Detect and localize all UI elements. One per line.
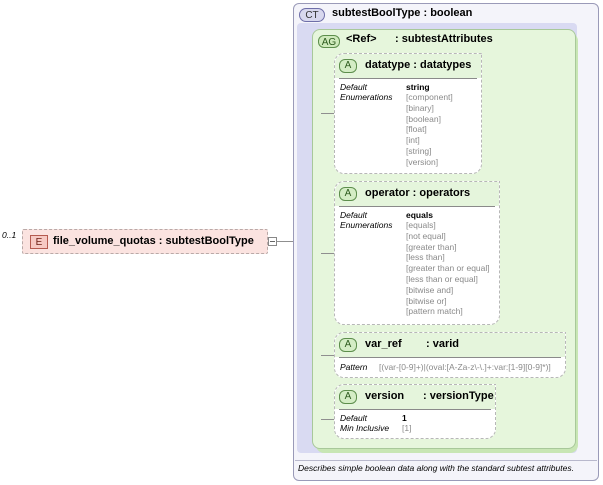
complex-type-description: Describes simple boolean data along with…	[298, 463, 574, 473]
attribute-header	[335, 333, 565, 357]
attribute-badge-icon: A	[339, 390, 357, 404]
default-key: Default	[340, 82, 367, 92]
connector-version	[321, 419, 334, 420]
description-divider	[295, 460, 597, 461]
connector-var-ref	[321, 355, 334, 356]
enumeration-item: [bitwise or]	[406, 295, 447, 306]
element-box[interactable]: E file_volume_quotas : subtestBoolType	[22, 229, 268, 254]
enumeration-item: [equals]	[406, 220, 436, 230]
min-inclusive-value: [1]	[402, 423, 412, 433]
attribute-title: operator : operators	[365, 187, 471, 199]
complex-type-label: subtestBoolType : boolean	[332, 7, 473, 19]
attribute-divider	[339, 206, 495, 207]
attribute-divider	[339, 357, 561, 358]
default-value: equals	[406, 210, 433, 220]
attribute-title: var_ref	[365, 338, 402, 350]
enumeration-item: [greater than]	[406, 241, 457, 252]
enumeration-list: [equals] [not equal] [greater than] [les…	[406, 220, 490, 317]
connector-element-to-type	[277, 241, 293, 242]
enumeration-list: [component] [binary] [boolean] [float] […	[406, 92, 453, 168]
enumeration-item: [int]	[406, 135, 420, 146]
element-label: file_volume_quotas : subtestBoolType	[53, 235, 254, 247]
element-badge-icon: E	[30, 235, 48, 249]
enumeration-item: [less than]	[406, 252, 445, 263]
enumeration-item: [string]	[406, 145, 432, 156]
enumeration-item: [component]	[406, 92, 453, 102]
attribute-divider	[339, 409, 491, 410]
default-key: Default	[340, 413, 367, 423]
default-key: Default	[340, 210, 367, 220]
enumerations-key: Enumerations	[340, 220, 393, 230]
attribute-group-ref: <Ref>	[346, 33, 377, 45]
attribute-badge-icon: A	[339, 338, 357, 352]
attribute-header	[335, 385, 495, 409]
attribute-group-badge-icon: AG	[318, 35, 340, 48]
attribute-type: : versionType	[423, 390, 494, 402]
enumeration-item: [not equal]	[406, 230, 446, 241]
pattern-key: Pattern	[340, 362, 368, 372]
collapse-toggle-icon[interactable]	[268, 237, 277, 246]
pattern-value: [(var-[0-9]+)|(oval:[A-Za-z\-\.]+:var:[1…	[379, 362, 551, 372]
cardinality-label: 0..1	[2, 230, 17, 240]
connector-datatype	[321, 113, 334, 114]
min-inclusive-key: Min Inclusive	[340, 423, 390, 433]
enumerations-key: Enumerations	[340, 92, 393, 102]
attribute-group-name: : subtestAttributes	[395, 33, 493, 45]
attribute-title: version	[365, 390, 405, 402]
enumeration-item: [bitwise and]	[406, 284, 454, 295]
attribute-card-datatype[interactable]: A datatype : datatypes Default string En…	[334, 53, 482, 174]
attribute-card-operator[interactable]: A operator : operators Default equals En…	[334, 181, 500, 325]
enumeration-item: [float]	[406, 124, 427, 135]
enumeration-item: [version]	[406, 156, 439, 167]
enumeration-item: [pattern match]	[406, 306, 463, 317]
attribute-header	[335, 54, 481, 78]
attribute-badge-icon: A	[339, 59, 357, 73]
attribute-divider	[339, 78, 477, 79]
connector-operator	[321, 253, 334, 254]
enumeration-item: [binary]	[406, 102, 434, 113]
attribute-badge-icon: A	[339, 187, 357, 201]
attribute-type: : varid	[426, 338, 460, 350]
attribute-card-version[interactable]: A version : versionType Default 1 Min In…	[334, 384, 496, 439]
enumeration-item: [less than or equal]	[406, 273, 478, 284]
attribute-card-var-ref[interactable]: A var_ref : varid Pattern [(var-[0-9]+)|…	[334, 332, 566, 378]
complex-type-badge-icon: CT	[299, 8, 325, 22]
attribute-header	[335, 182, 499, 206]
enumeration-item: [greater than or equal]	[406, 263, 490, 274]
default-value: 1	[402, 413, 407, 423]
enumeration-item: [boolean]	[406, 113, 441, 124]
attribute-title: datatype : datatypes	[365, 59, 472, 71]
default-value: string	[406, 82, 430, 92]
